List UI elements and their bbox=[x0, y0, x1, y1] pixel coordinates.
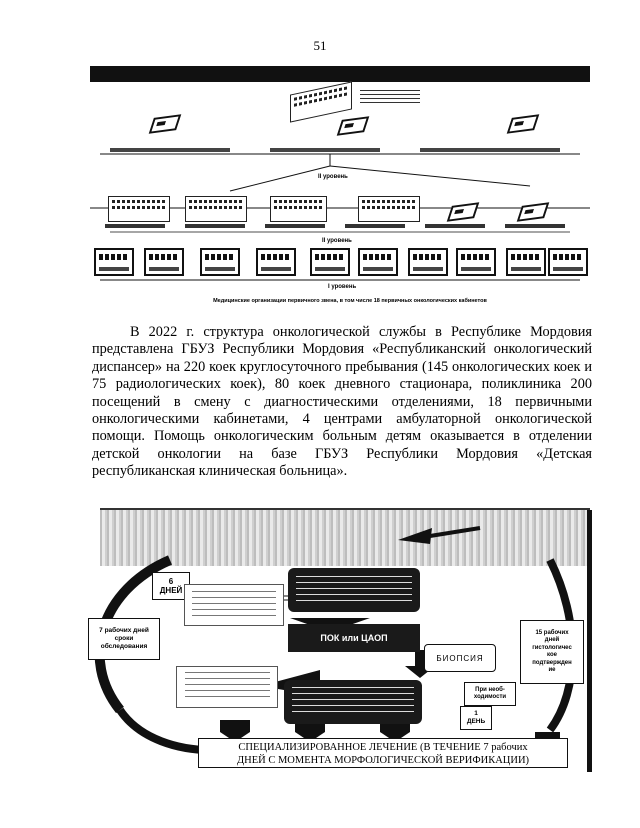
level-two-sub-label: II уровень bbox=[322, 238, 352, 244]
level-one-label: I уровень bbox=[328, 284, 357, 290]
oncology-cabinet-icon bbox=[94, 248, 134, 276]
diagram-connectors bbox=[90, 153, 590, 281]
oncology-cabinet-icon bbox=[310, 248, 350, 276]
diagram-header-bar bbox=[90, 66, 590, 82]
oncology-cabinet-icon bbox=[200, 248, 240, 276]
central-hospital-caption bbox=[360, 90, 420, 106]
scheme-top-band bbox=[100, 510, 590, 566]
seven-days-box: 7 рабочих дней сроки обследования bbox=[88, 618, 160, 660]
six-days-box: 6 ДНЕЙ bbox=[152, 572, 190, 600]
registry-block bbox=[288, 568, 420, 612]
diagram-footnote: Медицинские организации первичного звена… bbox=[213, 298, 487, 304]
page-number: 51 bbox=[313, 38, 327, 53]
oncology-cabinet-icon bbox=[256, 248, 296, 276]
level-two-label: II уровень bbox=[318, 174, 348, 180]
scheme-right-bar bbox=[587, 510, 592, 772]
dispensary-note bbox=[176, 666, 278, 708]
one-day-box: 1 ДЕНЬ bbox=[460, 706, 492, 730]
body-paragraph: В 2022 г. структура онкологической служб… bbox=[92, 324, 592, 480]
oncology-cabinet-icon bbox=[358, 248, 398, 276]
structure-diagram: II уровень II уровень I уровень Медицинс… bbox=[90, 66, 590, 316]
caption-block bbox=[105, 224, 575, 228]
pok-or-tsaop-block: ПОК или ЦАОП bbox=[288, 624, 420, 652]
specialized-treatment-text: СПЕЦИАЛИЗИРОВАННОЕ ЛЕЧЕНИЕ (В ТЕЧЕНИЕ 7 … bbox=[236, 742, 530, 766]
scheme-top-line bbox=[100, 508, 590, 511]
district-hospital-building bbox=[185, 196, 247, 222]
referral-note bbox=[184, 584, 284, 626]
oncology-cabinet-icon bbox=[408, 248, 448, 276]
district-hospital-building bbox=[270, 196, 327, 222]
caption-block bbox=[110, 148, 230, 152]
district-hospital-building bbox=[358, 196, 420, 222]
district-hospital-building bbox=[108, 196, 170, 222]
biopsy-box: БИОПСИЯ bbox=[424, 644, 496, 672]
routing-scheme: 6 ДНЕЙ 7 рабочих дней сроки обследования… bbox=[80, 500, 600, 780]
when-needed-box: При необ- ходимости bbox=[464, 682, 516, 706]
oncology-cabinet-icon bbox=[144, 248, 184, 276]
oncology-cabinet-icon bbox=[456, 248, 496, 276]
fifteen-days-box: 15 рабочих дней гистологичес кое подтвер… bbox=[520, 620, 584, 684]
oncology-dispensary-block bbox=[284, 680, 422, 724]
oncology-cabinet-icon bbox=[548, 248, 588, 276]
caption-block bbox=[270, 148, 380, 152]
caption-block bbox=[420, 148, 560, 152]
specialized-treatment-box: СПЕЦИАЛИЗИРОВАННОЕ ЛЕЧЕНИЕ (В ТЕЧЕНИЕ 7 … bbox=[198, 738, 568, 768]
oncology-cabinet-icon bbox=[506, 248, 546, 276]
